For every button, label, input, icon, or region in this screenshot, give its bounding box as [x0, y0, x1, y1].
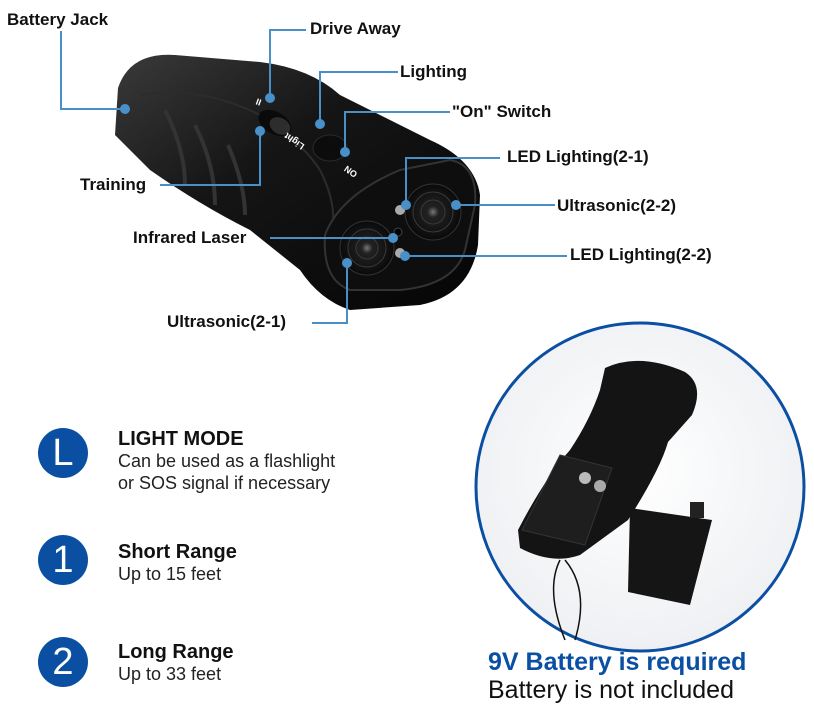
label-led-lighting-2-1: LED Lighting(2-1): [507, 147, 649, 166]
feature-desc-line: Up to 33 feet: [118, 664, 222, 684]
label-lighting: Lighting: [400, 62, 468, 81]
lanyard: [552, 559, 566, 641]
battery-required-text: 9V Battery is required: [488, 648, 747, 676]
battery-cover: [628, 508, 712, 605]
callout-dots: [120, 93, 461, 268]
device-front-view: II I Light ON: [115, 54, 480, 311]
feature-title: Short Range: [118, 541, 237, 563]
label-infrared-laser: Infrared Laser: [133, 228, 247, 247]
feature-desc-line: Can be used as a flashlight: [118, 451, 336, 471]
battery-terminal-1: [579, 472, 591, 484]
callout-lines: [60, 29, 567, 324]
label-ultrasonic-2-2: Ultrasonic(2-2): [557, 196, 677, 215]
label-battery-jack: Battery Jack: [7, 10, 109, 29]
label-led-lighting-2-2: LED Lighting(2-2): [570, 245, 712, 264]
feature-desc-line: or SOS signal if necessary: [118, 473, 331, 493]
feature-title: LIGHT MODE: [118, 428, 244, 450]
label-ultrasonic-2-1: Ultrasonic(2-1): [167, 312, 287, 331]
battery-not-included-text: Battery is not included: [488, 676, 734, 704]
label-training: Training: [80, 175, 147, 194]
on-button: [312, 134, 348, 162]
marking-ii: II: [255, 96, 263, 107]
battery-compartment-view: [474, 321, 806, 653]
range-2-badge-icon: 2: [38, 637, 88, 687]
feature-desc-line: Up to 15 feet: [118, 564, 222, 584]
battery-terminal-2: [594, 480, 606, 492]
light-mode-badge-icon: L: [38, 428, 88, 478]
label-drive-away: Drive Away: [310, 19, 401, 38]
feature-title: Long Range: [118, 641, 234, 663]
range-1-badge-icon: 1: [38, 535, 88, 585]
label-on-switch: "On" Switch: [452, 102, 552, 121]
